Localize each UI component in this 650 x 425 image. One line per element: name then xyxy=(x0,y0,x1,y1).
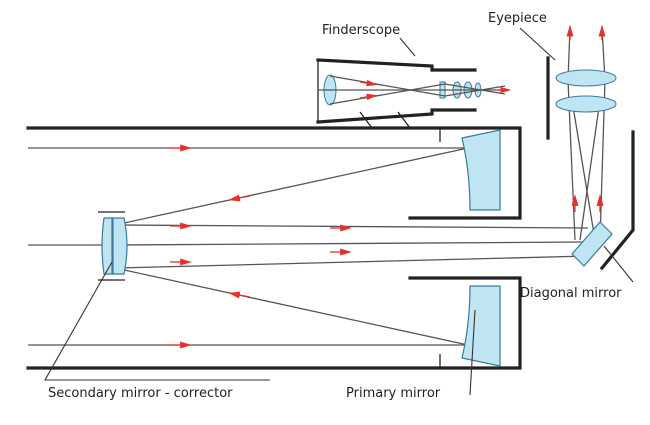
secondary-mirror-corrector xyxy=(98,211,128,281)
label-secondary-mirror-corrector: Secondary mirror - corrector xyxy=(48,386,233,401)
eyepiece-rays xyxy=(566,24,606,241)
label-eyepiece: Eyepiece xyxy=(488,11,547,26)
diagonal-mirror xyxy=(571,221,613,267)
label-leaders xyxy=(44,27,634,396)
label-diagonal-mirror: Diagonal mirror xyxy=(520,286,622,301)
incoming-rays xyxy=(28,144,468,349)
eyepiece-lenses xyxy=(555,69,617,113)
converging-rays xyxy=(114,147,469,346)
label-primary-mirror: Primary mirror xyxy=(346,386,441,401)
primary-mirror xyxy=(461,129,501,367)
finderscope xyxy=(316,58,512,129)
telescope-tube xyxy=(26,126,522,370)
label-finderscope: Finderscope xyxy=(322,23,400,38)
diagonal-housing xyxy=(546,56,635,271)
reflected-rays xyxy=(117,222,589,269)
